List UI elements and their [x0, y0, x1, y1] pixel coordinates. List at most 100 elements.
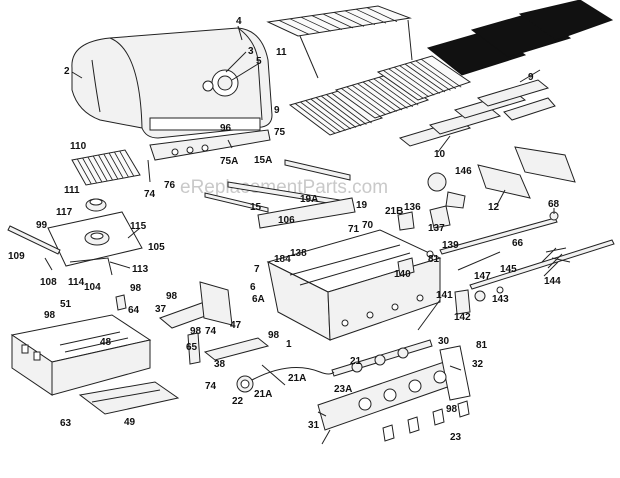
- grate-bar: [300, 16, 332, 32]
- grate-bar: [346, 86, 387, 116]
- callout-21: 21: [350, 356, 362, 367]
- valve-manifold: [331, 339, 433, 377]
- callout-11: 11: [276, 47, 287, 58]
- callout-32: 32: [472, 359, 484, 370]
- callout-15a: 15A: [254, 155, 272, 166]
- control-panel: [317, 345, 471, 442]
- grate-bar: [87, 156, 103, 183]
- grate-bar: [420, 58, 462, 88]
- flavorizer-bars: [398, 79, 556, 147]
- grate-bar: [393, 66, 435, 96]
- callout-74-1: 74: [144, 189, 156, 200]
- callout-70: 70: [362, 220, 374, 231]
- callout-labels: 2 3 4 5 9 9 10 11 12 15 15A 19 19A 21 21…: [8, 16, 561, 443]
- callout-63: 63: [60, 418, 72, 429]
- callout-98-4: 98: [190, 326, 202, 337]
- grate-bar: [368, 80, 408, 109]
- callout-96: 96: [220, 123, 232, 134]
- side-table: [10, 314, 152, 396]
- grate-bar: [357, 83, 397, 112]
- side-valve-tube: [7, 225, 61, 255]
- callout-140: 140: [394, 269, 411, 280]
- grate-bar: [315, 97, 357, 128]
- callout-23: 23: [450, 432, 462, 443]
- callout-98-3: 98: [166, 291, 178, 302]
- callout-15: 15: [250, 202, 262, 213]
- callout-66: 66: [512, 238, 524, 249]
- grate-bar: [355, 8, 387, 24]
- grate-bar: [98, 154, 113, 181]
- grate-bar: [378, 76, 419, 106]
- callout-37: 37: [155, 304, 167, 315]
- callout-48: 48: [100, 337, 112, 348]
- callout-147: 147: [474, 271, 491, 282]
- callout-65: 65: [186, 342, 198, 353]
- callout-51: 51: [60, 299, 72, 310]
- callout-98-6: 98: [446, 404, 458, 415]
- grate-bar: [341, 88, 381, 117]
- callout-10: 10: [434, 149, 446, 160]
- callout-105: 105: [148, 242, 165, 253]
- callout-5: 5: [256, 56, 262, 67]
- side-burner-cap: [85, 198, 107, 212]
- callout-98-1: 98: [130, 283, 142, 294]
- callout-114: 114: [68, 277, 85, 288]
- callout-49: 49: [124, 417, 136, 428]
- grate-bar: [108, 152, 124, 179]
- callout-76: 76: [164, 180, 176, 191]
- grate-bar: [399, 65, 440, 94]
- grate-bar: [300, 101, 341, 133]
- cooking-grids-dark: [426, 0, 614, 76]
- callout-113: 113: [132, 264, 149, 275]
- callout-98-5: 98: [268, 330, 280, 341]
- callout-19: 19: [356, 200, 368, 211]
- grate-bar: [388, 68, 430, 98]
- regulator-hose: [236, 364, 335, 393]
- grate-bar: [310, 98, 352, 130]
- callout-184: 184: [274, 254, 291, 265]
- callout-21b: 21B: [385, 206, 403, 217]
- callout-75: 75: [274, 127, 286, 138]
- side-burner-brackets: [44, 257, 113, 276]
- callout-12: 12: [488, 202, 500, 213]
- grate-bar: [76, 158, 92, 185]
- callout-6: 6: [250, 282, 256, 293]
- callout-137: 137: [428, 223, 445, 234]
- side-burner-plate: [47, 211, 143, 267]
- grate-bar: [415, 60, 457, 90]
- grate-bar: [410, 62, 451, 91]
- grate-bar: [82, 157, 97, 184]
- grate-bar: [119, 150, 135, 177]
- callout-143: 143: [492, 294, 509, 305]
- cookbox: [266, 229, 442, 341]
- burner-tubes: [204, 159, 356, 229]
- grate-bar: [305, 100, 346, 131]
- callout-21a-1: 21A: [288, 373, 306, 384]
- callout-7: 7: [254, 264, 260, 275]
- grate-bar: [103, 153, 119, 180]
- grate-bar: [320, 95, 362, 127]
- callout-146: 146: [455, 166, 472, 177]
- callout-142: 142: [454, 312, 471, 323]
- callout-81-1: 81: [428, 254, 440, 265]
- ignition-parts: [397, 172, 466, 231]
- grate-bar: [362, 81, 403, 111]
- callout-111: 111: [64, 185, 80, 196]
- callout-74-2: 74: [205, 326, 217, 337]
- callout-1: 1: [286, 339, 292, 350]
- cooking-grids: [288, 55, 472, 136]
- callout-6a: 6A: [252, 294, 265, 305]
- callout-30: 30: [438, 336, 450, 347]
- callout-9: 9: [528, 72, 534, 83]
- callout-81-2: 81: [476, 340, 488, 351]
- side-clip: [115, 294, 127, 311]
- callout-104: 104: [84, 282, 101, 293]
- small-fittings: [397, 250, 434, 277]
- callout-136: 136: [404, 202, 421, 213]
- rotisserie: [439, 211, 615, 315]
- callout-99: 99: [36, 220, 48, 231]
- callout-71: 71: [348, 224, 360, 235]
- callout-31: 31: [308, 420, 320, 431]
- callout-21a-2: 21A: [254, 389, 272, 400]
